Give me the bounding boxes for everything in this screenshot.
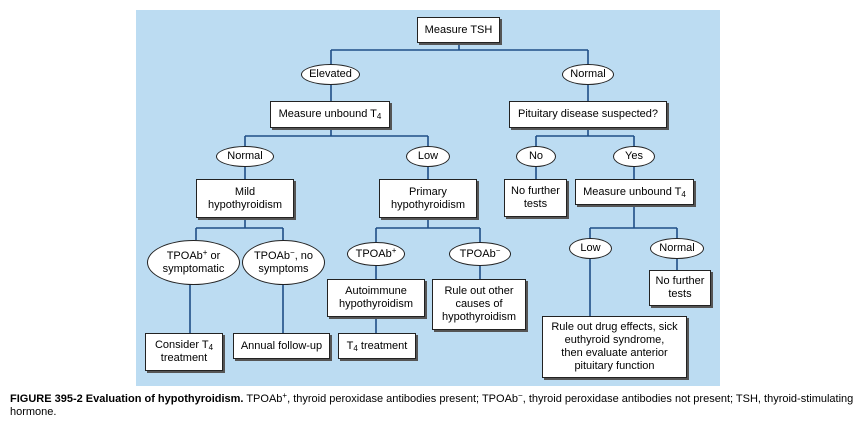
normal-right-text: Normal	[659, 242, 695, 254]
measure-unbound-t4-left-text: Measure unbound T4	[278, 108, 382, 121]
tpoab-pos-oval: TPOAb+	[347, 242, 405, 266]
normal-right-oval: Normal	[650, 238, 704, 259]
normal-top-oval: Normal	[562, 64, 614, 85]
mild-hypothyroidism-box: Mild hypothyroidism	[196, 179, 294, 218]
rule-out-other-causes-text: Rule out other causes of hypothyroidism	[442, 285, 516, 323]
pituitary-disease-box: Pituitary disease suspected?	[509, 101, 667, 128]
t4-treatment-text: T4 treatment	[346, 339, 408, 353]
no-oval: No	[516, 146, 556, 167]
autoimmune-hypothyroidism-text: Autoimmune hypothyroidism	[339, 285, 413, 310]
elevated-oval: Elevated	[301, 64, 360, 85]
rule-out-drug-effects-text: Rule out drug effects, sick euthyroid sy…	[551, 321, 678, 372]
low-mid-oval: Low	[406, 146, 450, 167]
caption-text-c: , thyroid peroxidase antibodies not pres…	[10, 393, 854, 418]
tpoab-pos-or-symptomatic-oval: TPOAb+ or symptomatic	[147, 240, 240, 285]
rule-out-drug-effects-box: Rule out drug effects, sick euthyroid sy…	[542, 316, 687, 378]
pituitary-disease-text: Pituitary disease suspected?	[517, 108, 659, 120]
no-further-tests-2-box: No further tests	[649, 270, 711, 306]
measure-unbound-t4-right-box: Measure unbound T4	[575, 179, 694, 205]
yes-text: Yes	[625, 150, 643, 162]
yes-oval: Yes	[613, 146, 655, 167]
low-right-oval: Low	[569, 238, 612, 259]
measure-tsh-box: Measure TSH	[417, 17, 500, 43]
normal-mid-oval: Normal	[216, 146, 274, 167]
rule-out-other-causes-box: Rule out other causes of hypothyroidism	[432, 279, 526, 330]
figure-caption: FIGURE 395-2 Evaluation of hypothyroidis…	[10, 391, 854, 419]
tpoab-pos-text: TPOAb+	[355, 245, 397, 260]
normal-mid-text: Normal	[227, 150, 263, 162]
low-right-text: Low	[580, 242, 601, 254]
caption-text-b: , thyroid peroxidase antibodies present;…	[287, 393, 519, 405]
no-text: No	[528, 150, 544, 162]
consider-t4-treatment-box: Consider T4 treatment	[145, 333, 223, 371]
measure-unbound-t4-right-text: Measure unbound T4	[583, 185, 686, 199]
tpoab-neg-oval: TPOAb−	[449, 242, 511, 266]
no-further-tests-1-text: No further tests	[511, 185, 560, 210]
measure-tsh-text: Measure TSH	[424, 23, 493, 36]
elevated-text: Elevated	[309, 68, 352, 80]
tpoab-neg-no-symptoms-text: TPOAb−, no symptoms	[253, 247, 314, 275]
consider-t4-treatment-text: Consider T4 treatment	[154, 339, 214, 364]
normal-top-text: Normal	[570, 68, 606, 80]
caption-text-a: TPOAb	[243, 393, 283, 405]
tpoab-neg-no-symptoms-oval: TPOAb−, no symptoms	[242, 240, 325, 285]
t4-treatment-box: T4 treatment	[338, 333, 416, 359]
low-mid-text: Low	[417, 150, 439, 162]
tpoab-neg-text: TPOAb−	[459, 245, 501, 260]
annual-follow-up-text: Annual follow-up	[240, 339, 323, 352]
primary-hypothyroidism-box: Primary hypothyroidism	[379, 179, 477, 218]
no-further-tests-2-text: No further tests	[655, 275, 705, 300]
autoimmune-hypothyroidism-box: Autoimmune hypothyroidism	[327, 279, 425, 317]
primary-hypothyroidism-text: Primary hypothyroidism	[391, 185, 465, 211]
annual-follow-up-box: Annual follow-up	[233, 333, 330, 359]
caption-label: FIGURE 395-2 Evaluation of hypothyroidis…	[10, 393, 244, 405]
no-further-tests-1-box: No further tests	[504, 179, 567, 217]
measure-unbound-t4-left-box: Measure unbound T4	[270, 101, 390, 128]
tpoab-pos-or-symptomatic-text: TPOAb+ or symptomatic	[162, 247, 225, 275]
mild-hypothyroidism-text: Mild hypothyroidism	[208, 185, 282, 211]
